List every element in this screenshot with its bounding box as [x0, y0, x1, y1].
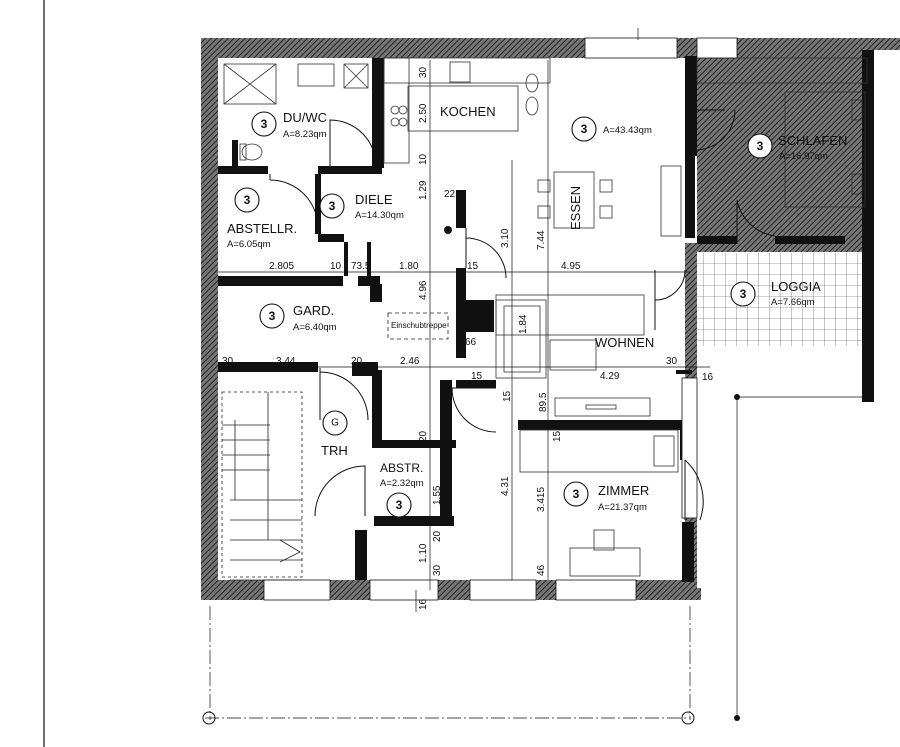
- loggia-tiles: [697, 253, 867, 346]
- marker-trh: [322, 410, 348, 436]
- marker-gard: [259, 303, 285, 329]
- dim-10a: 10: [330, 261, 342, 272]
- room-name-wohnen: WOHNEN: [595, 335, 654, 350]
- axis-marker-right: [681, 711, 695, 725]
- room-name-schlafen: SCHLAFEN: [778, 133, 847, 148]
- marker-abstr: [386, 492, 412, 518]
- living-furniture: [495, 165, 682, 417]
- dim-4-31: 4.31: [500, 476, 511, 496]
- room-name-trh: TRH: [321, 443, 348, 458]
- room-area-diele: A=14.30qm: [355, 210, 404, 221]
- marker-essen-text: 3: [581, 122, 588, 136]
- dim-89-5: 89.5: [538, 392, 549, 412]
- dining-table: [537, 171, 613, 229]
- room-name-du-wc: DU/WC: [283, 110, 327, 125]
- dim-15b: 15: [471, 371, 483, 382]
- dim-3-10: 3.10: [500, 228, 511, 248]
- marker-du-wc-text: 3: [261, 117, 268, 131]
- dim-1-84: 1.84: [518, 314, 529, 334]
- marker-essen: [571, 116, 597, 142]
- room-name-kochen: KOCHEN: [440, 104, 496, 119]
- room-name-abstr: ABSTR.: [380, 461, 423, 475]
- grid-point-3: [444, 226, 452, 234]
- room-area-abstr: A=2.32qm: [380, 478, 424, 489]
- dim-15d: 15: [552, 430, 563, 442]
- dim-20c: 20: [432, 530, 443, 542]
- dim-10b: 10: [418, 153, 429, 165]
- dim-1-55: 1.55: [432, 485, 443, 505]
- dim-7-44: 7.44: [536, 230, 547, 250]
- outer-wall: [201, 38, 900, 600]
- dim-30d: 30: [432, 564, 443, 576]
- dim-1-80: 1.80: [399, 261, 419, 272]
- dim-3-44: 3.44: [276, 356, 296, 367]
- marker-abstr-text: 3: [396, 498, 403, 512]
- marker-diele-text: 3: [329, 199, 336, 213]
- kitchen-counter: [383, 57, 551, 164]
- dim-4-29: 4.29: [600, 371, 620, 382]
- marker-zimmer: [563, 481, 589, 507]
- room-name-loggia: LOGGIA: [771, 279, 821, 294]
- beds: [519, 57, 868, 577]
- room-area-schlafen: A=16.97qm: [779, 151, 828, 162]
- marker-diele: [319, 193, 345, 219]
- room-name-diele: DIELE: [355, 192, 393, 207]
- windows: [263, 37, 738, 601]
- dim-15a: 15: [467, 261, 479, 272]
- dim-46: 46: [536, 564, 547, 576]
- einschubtreppe-label: Einschubtreppe: [391, 321, 447, 330]
- dim-15c: 15: [502, 390, 513, 402]
- dim-3-415: 3.415: [536, 487, 547, 512]
- dim-2-46: 2.46: [400, 356, 420, 367]
- dim-73-5: 73.5: [351, 261, 371, 272]
- marker-loggia: [730, 281, 756, 307]
- dimension-lines: [205, 28, 868, 720]
- room-area-du-wc: A=8.23qm: [283, 129, 327, 140]
- dim-20b: 20: [418, 430, 429, 442]
- marker-du-wc: [251, 111, 277, 137]
- dim-16b: 16: [418, 598, 429, 610]
- dim-22: 22: [444, 189, 456, 200]
- room-area-loggia: A=7.66qm: [771, 297, 815, 308]
- room-name-essen: ESSEN: [568, 186, 583, 230]
- room-area-zimmer: A=21.37qm: [598, 502, 647, 513]
- marker-zimmer-text: 3: [573, 487, 580, 501]
- dim-66: 66: [465, 337, 477, 348]
- room-markers: [234, 111, 773, 518]
- room-name-abstellr: ABSTELLR.: [227, 221, 297, 236]
- dim-2-50: 2.50: [418, 103, 429, 123]
- dim-20a: 20: [351, 356, 363, 367]
- dim-2-805: 2.805: [269, 261, 294, 272]
- dim-16a: 16: [702, 372, 714, 383]
- dim-30c: 30: [418, 66, 429, 78]
- dim-1-10: 1.10: [418, 543, 429, 563]
- dim-30a: 30: [222, 356, 234, 367]
- einschubtreppe-box: [387, 312, 449, 340]
- marker-loggia-text: 3: [740, 287, 747, 301]
- marker-abstellr: [234, 187, 260, 213]
- room-name-gard: GARD.: [293, 303, 334, 318]
- marker-trh-text: G: [331, 418, 339, 429]
- grid-point-1: [734, 394, 740, 400]
- dim-30b: 30: [666, 356, 678, 367]
- dim-1-29: 1.29: [418, 180, 429, 200]
- marker-abstellr-text: 3: [244, 193, 251, 207]
- doors: [269, 109, 776, 521]
- marker-schlafen-text: 3: [757, 139, 764, 153]
- staircase: [221, 391, 303, 581]
- room-area-essen: A=43.43qm: [603, 125, 652, 136]
- dim-4-96: 4.96: [418, 280, 429, 300]
- grid-point-2: [734, 715, 740, 721]
- room-name-zimmer: ZIMMER: [598, 483, 649, 498]
- bathroom-fixtures: [223, 63, 369, 161]
- axis-marker-left: [202, 711, 216, 725]
- marker-schlafen: [747, 133, 773, 159]
- room-area-abstellr: A=6.05qm: [227, 239, 271, 250]
- dim-4-95: 4.95: [561, 261, 581, 272]
- marker-gard-text: 3: [269, 309, 276, 323]
- room-area-gard: A=6.40qm: [293, 322, 337, 333]
